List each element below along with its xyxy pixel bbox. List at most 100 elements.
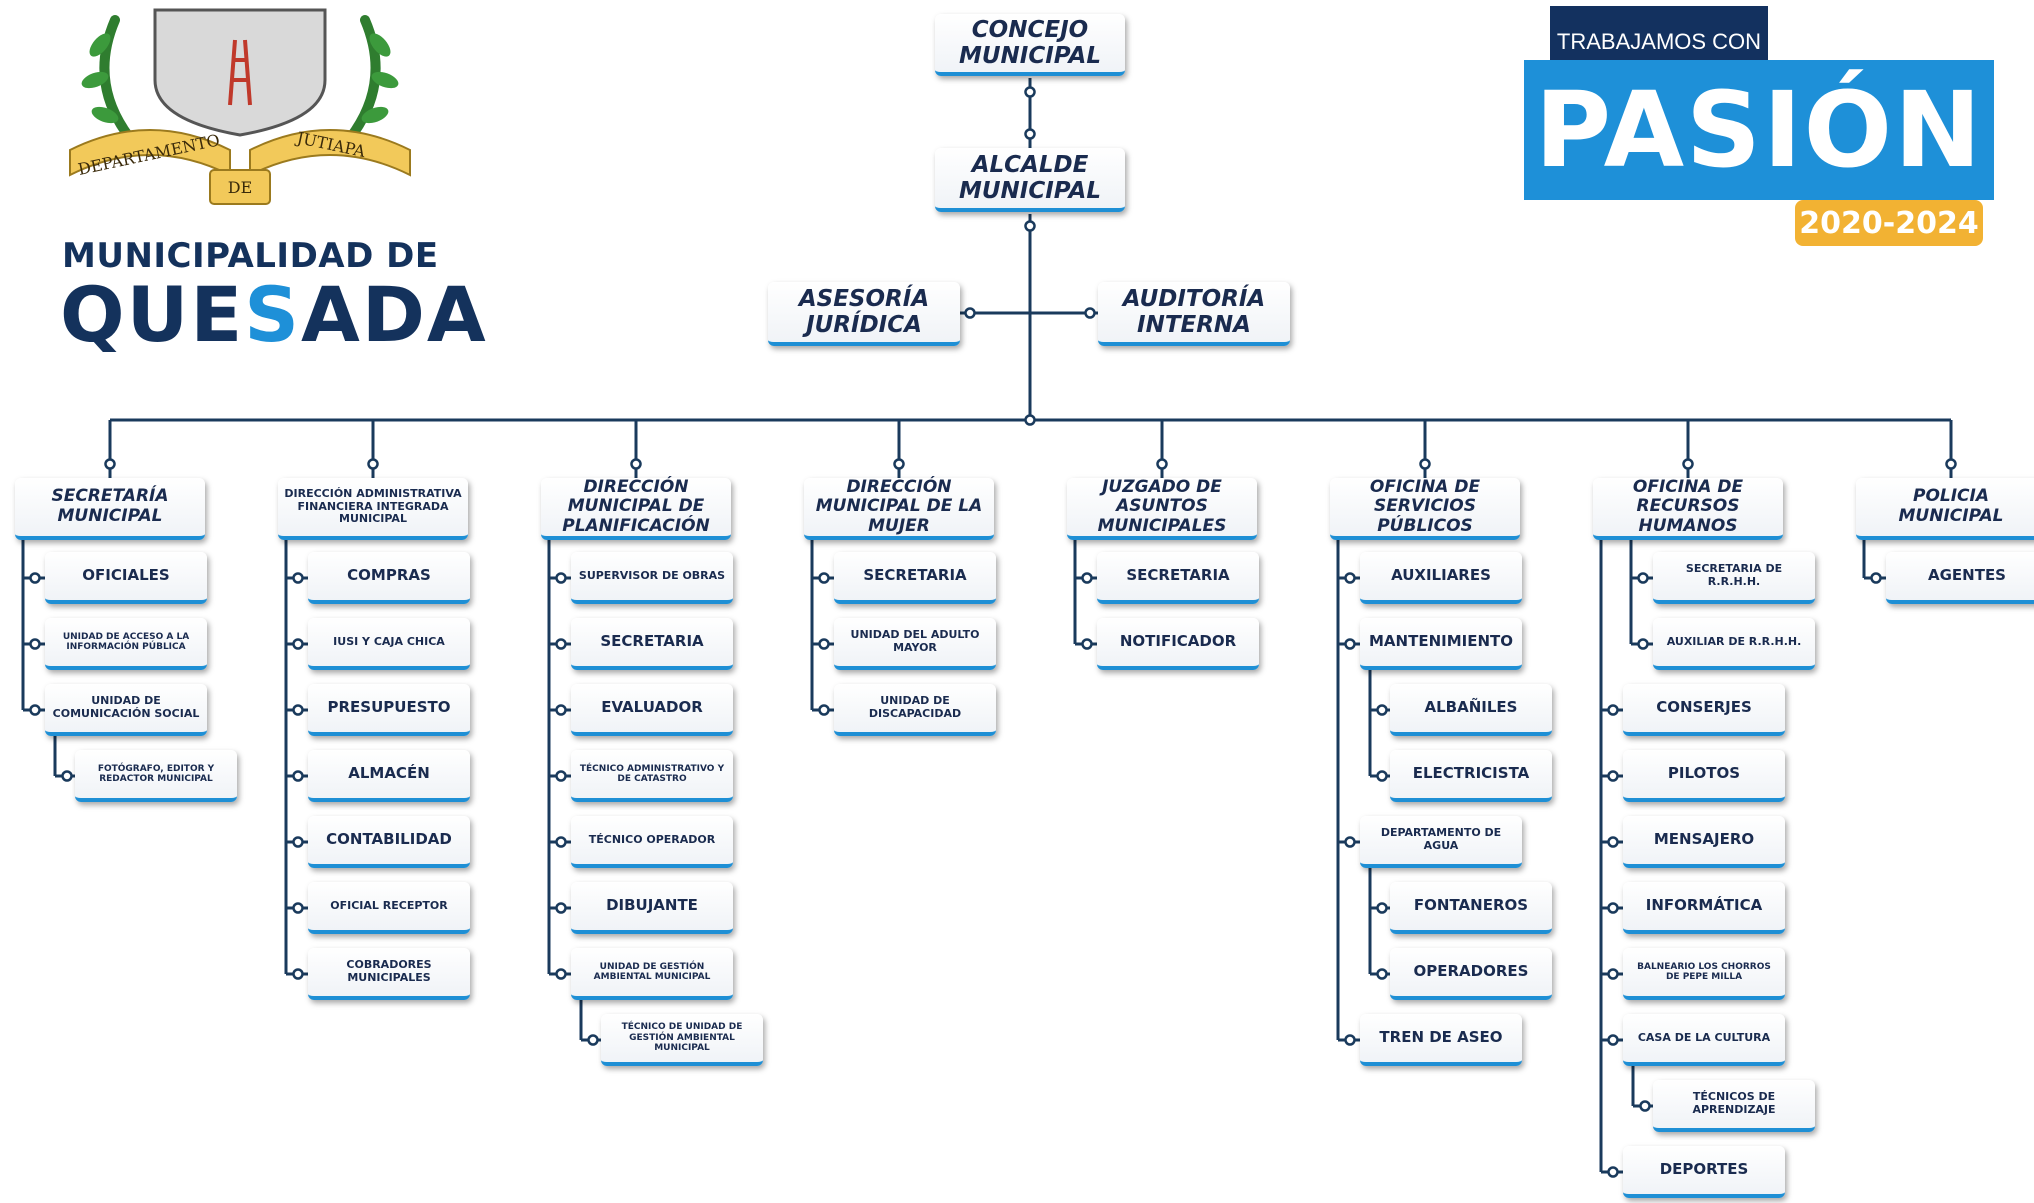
sub-unit-box: ELECTRICISTA [1390,750,1552,802]
sub-unit-box: TÉCNICOS DE APRENDIZAJE [1653,1080,1815,1132]
connector-node [1607,704,1619,716]
connector-node [555,968,567,980]
unit-box: OFICIALES [45,552,207,604]
connector-node [555,572,567,584]
sub-unit-box: TÉCNICO DE UNIDAD DE GESTIÓN AMBIENTAL M… [601,1014,763,1066]
unit-box: INFORMÁTICA [1623,882,1785,934]
connector-node [893,458,905,470]
unit-box: AGENTES [1886,552,2034,604]
connector-node [1024,220,1036,232]
unit-box: CASA DE LA CULTURA [1623,1014,1785,1066]
unit-box: EVALUADOR [571,684,733,736]
title-part-a: QUE [60,270,245,359]
unit-box: MENSAJERO [1623,816,1785,868]
unit-box: TREN DE ASEO [1360,1014,1522,1066]
connector-node [1024,86,1036,98]
connector-node [367,458,379,470]
connector-node [555,902,567,914]
slogan-badge-main: PASIÓN [1524,60,1994,200]
slogan-badge-years: 2020-2024 [1795,200,1983,246]
connector-node [555,638,567,650]
connector-node [1024,414,1036,426]
department-box-0: SECRETARÍA MUNICIPAL [15,478,205,540]
connector-node [1639,1100,1651,1112]
connector-node [1344,572,1356,584]
department-box-5: OFICINA DE SERVICIOS PÚBLICOS [1330,477,1520,540]
connector-node [555,836,567,848]
department-box-1: DIRECCIÓN ADMINISTRATIVA FINANCIERA INTE… [278,478,468,540]
connector-node [29,572,41,584]
connector-node [292,572,304,584]
connector-node [1682,458,1694,470]
department-box-4: JUZGADO DE ASUNTOS MUNICIPALES [1067,477,1257,540]
unit-box: CONTABILIDAD [308,816,470,868]
connector-node [1344,1034,1356,1046]
connector-node [292,968,304,980]
connector-node [29,638,41,650]
unit-box: UNIDAD DE DISCAPACIDAD [834,684,996,736]
municipality-title-line2: QUESADA [60,270,488,359]
connector-node [555,704,567,716]
connector-node [1419,458,1431,470]
connector-node [1607,1034,1619,1046]
connector-node [1084,307,1096,319]
connector-node [1637,638,1649,650]
sub-unit-box: FOTÓGRAFO, EDITOR Y REDACTOR MUNICIPAL [75,750,237,802]
logo-text-de: DE [228,178,253,197]
connector-node [292,638,304,650]
connector-node [555,770,567,782]
connector-node [61,770,73,782]
connector-node [292,836,304,848]
unit-box: SUPERVISOR DE OBRAS [571,552,733,604]
unit-box: TÉCNICO OPERADOR [571,816,733,868]
unit-box: SECRETARIA [834,552,996,604]
unit-box: PILOTOS [1623,750,1785,802]
municipality-title-line1: MUNICIPALIDAD DE [62,236,439,276]
municipal-crest-logo: DEPARTAMENTO DE JUTIAPA [69,8,411,205]
unit-box: UNIDAD DE COMUNICACIÓN SOCIAL [45,684,207,736]
connector-node [1607,1166,1619,1178]
connector-node [1376,704,1388,716]
unit-box: BALNEARIO LOS CHORROS DE PEPE MILLA [1623,948,1785,1000]
unit-box: OFICIAL RECEPTOR [308,882,470,934]
connector-node [587,1034,599,1046]
connector-node [1376,902,1388,914]
unit-box: PRESUPUESTO [308,684,470,736]
connector-node [1607,836,1619,848]
unit-box: UNIDAD DEL ADULTO MAYOR [834,618,996,670]
sub-unit-box: FONTANEROS [1390,882,1552,934]
unit-box: DEPARTAMENTO DE AGUA [1360,816,1522,868]
connector-node [1081,638,1093,650]
unit-box: DEPORTES [1623,1146,1785,1198]
department-box-3: DIRECCIÓN MUNICIPAL DE LA MUJER [804,477,994,540]
connector-node [1607,902,1619,914]
unit-box: UNIDAD DE GESTIÓN AMBIENTAL MUNICIPAL [571,948,733,1000]
title-part-b: S [244,270,301,359]
sub-unit-box: ALBAÑILES [1390,684,1552,736]
connector-node [104,458,116,470]
unit-box: TÉCNICO ADMINISTRATIVO Y DE CATASTRO [571,750,733,802]
unit-box: MANTENIMIENTO [1360,618,1522,670]
connector-node [1870,572,1882,584]
unit-box: SECRETARIA [571,618,733,670]
alcalde-municipal-box: ALCALDE MUNICIPAL [935,148,1125,212]
connector-node [964,307,976,319]
connector-node [818,572,830,584]
title-part-c: ADA [301,270,488,359]
unit-box: COBRADORES MUNICIPALES [308,948,470,1000]
unit-box: ALMACÉN [308,750,470,802]
connector-node [29,704,41,716]
connector-node [292,704,304,716]
connector-node [1344,638,1356,650]
connector-node [292,902,304,914]
unit-box: IUSI Y CAJA CHICA [308,618,470,670]
connector-node [630,458,642,470]
asesoria-juridica-box: ASESORÍA JURÍDICA [768,282,960,346]
connector-node [1945,458,1957,470]
department-box-2: DIRECCIÓN MUNICIPAL DE PLANIFICACIÓN [541,477,731,540]
unit-box: CONSERJES [1623,684,1785,736]
unit-box: NOTIFICADOR [1097,618,1259,670]
connector-node [1081,572,1093,584]
department-box-7: POLICIA MUNICIPAL [1856,478,2034,540]
